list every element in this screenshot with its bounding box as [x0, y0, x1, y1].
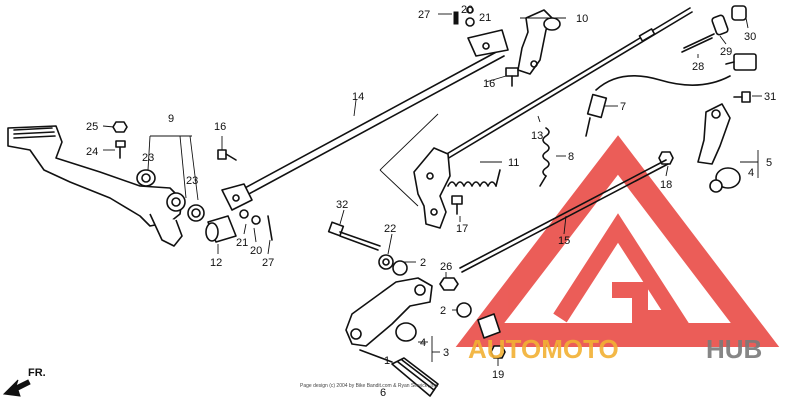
brake-switch-7: [585, 74, 731, 137]
callout-2-upper: 2: [420, 257, 426, 269]
washer-22: [378, 254, 394, 270]
leader-lines: [102, 13, 762, 366]
callout-23-right: 23: [186, 175, 198, 187]
bolt-24: [115, 140, 126, 159]
step-bracket: [345, 277, 433, 347]
spring-8: [539, 127, 550, 187]
callout-29: 29: [720, 46, 732, 58]
callout-23-left: 23: [142, 152, 154, 164]
callout-10: 10: [576, 13, 588, 25]
brake-pedal: [7, 125, 186, 247]
direction-arrow: [2, 379, 31, 397]
connector-30-29: [711, 5, 747, 36]
bolt-32: [327, 221, 381, 251]
callout-19: 19: [492, 369, 504, 381]
callout-12: 12: [210, 257, 222, 269]
bushing-2b: [456, 302, 472, 318]
nut-26: [439, 277, 459, 291]
callout-21-top: 21: [479, 12, 491, 24]
copyright-text: Page design (c) 2004 by Bike Bandit.com …: [300, 383, 438, 389]
callout-14: 14: [352, 91, 364, 103]
callout-21-mid: 21: [236, 237, 248, 249]
callout-8: 8: [568, 151, 574, 163]
collar-12: [205, 215, 237, 243]
callout-9: 9: [168, 113, 174, 125]
brake-arm-10: [517, 9, 561, 75]
callout-24: 24: [86, 146, 98, 158]
watermark-triangle-inner: [553, 213, 691, 326]
rod-15: [459, 159, 669, 273]
bolt-17: [451, 195, 463, 215]
callout-13: 13: [531, 130, 543, 142]
callout-25: 25: [86, 121, 98, 133]
brake-rod-14: [221, 29, 509, 211]
dust-seal-23a: [136, 169, 156, 187]
watermark-triangle-outer: [455, 135, 780, 347]
brake-cable-13: [439, 7, 693, 163]
brake-lever-5: [697, 103, 741, 193]
callout-2-lower: 2: [440, 305, 446, 317]
callout-22: 22: [384, 223, 396, 235]
callout-11: 11: [508, 157, 519, 169]
nut-19: [490, 345, 506, 359]
watermark: [455, 135, 780, 347]
callout-20-mid: 20: [250, 245, 262, 257]
callout-27-top: 27: [418, 9, 430, 21]
callout-20-top: 20: [461, 4, 473, 16]
callout-28: 28: [692, 61, 704, 73]
watermark-brand-part2: HUB: [706, 334, 762, 364]
callout-15: 15: [558, 235, 570, 247]
bushing-2a: [392, 260, 408, 276]
callout-4-right: 4: [748, 167, 754, 179]
bolt-31: [733, 91, 751, 103]
callout-27-mid: 27: [262, 257, 274, 269]
direction-label: FR.: [28, 367, 46, 379]
callout-32: 32: [336, 199, 348, 211]
callout-7: 7: [620, 101, 626, 113]
callout-1: 1: [384, 355, 390, 367]
callouts: 27 20 21 10 16 14 30 29 28 7 31 9 25 24 …: [86, 4, 776, 399]
watermark-brand-part1: AUTOMOTO: [468, 334, 619, 364]
pin-20-21-27-top: [453, 6, 475, 27]
nut-25: [112, 121, 128, 133]
switch-plug: [725, 53, 757, 71]
dust-seal-23b: [187, 204, 205, 222]
footpeg-6: [359, 349, 439, 397]
pin-16b: [505, 67, 519, 87]
bushing-4: [395, 322, 417, 342]
callout-5: 5: [766, 157, 772, 169]
callout-31: 31: [764, 91, 776, 103]
callout-6: 6: [380, 387, 386, 399]
collar-19a: [477, 313, 501, 339]
callout-26: 26: [440, 261, 452, 273]
pin-16a: [217, 149, 237, 161]
callout-30: 30: [744, 31, 756, 43]
callout-3: 3: [443, 347, 449, 359]
washer-pin-small: [239, 209, 273, 241]
callout-17: 17: [456, 223, 468, 235]
watermark-brand: AUTOMOTO HUB: [468, 334, 762, 364]
spring-28: [681, 33, 715, 53]
callout-16-top: 16: [483, 78, 495, 90]
callout-16-mid: 16: [214, 121, 226, 133]
callout-4-lower: 4: [420, 337, 426, 349]
return-spring-11: [447, 169, 501, 187]
callout-18: 18: [660, 179, 672, 191]
stopper-arm: [379, 113, 451, 229]
